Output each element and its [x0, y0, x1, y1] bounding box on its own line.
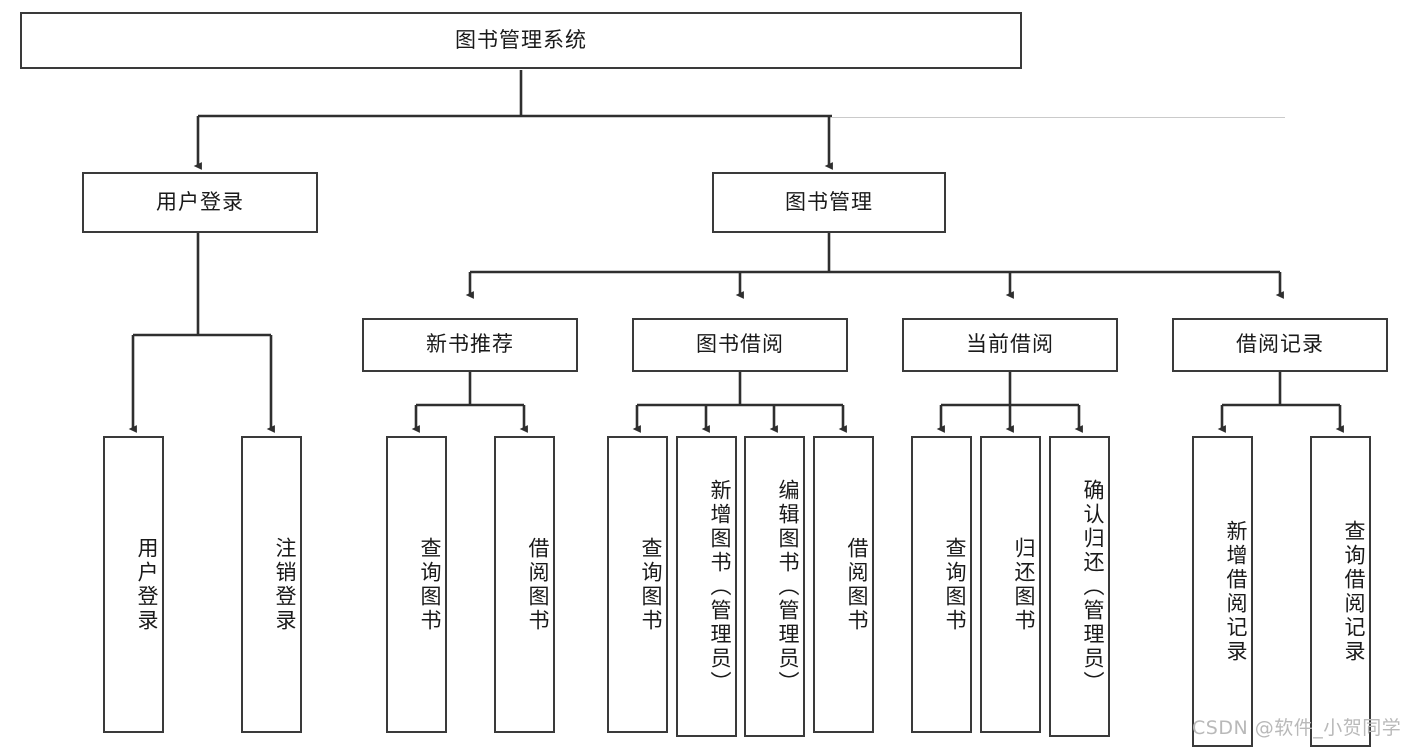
leaf-borrow-borrow-book[interactable]: 借阅图书	[813, 436, 874, 733]
leaf-user-login[interactable]: 用户登录	[103, 436, 164, 733]
leaf-record-query[interactable]: 查询借阅记录	[1310, 436, 1371, 747]
node-root-label: 图书管理系统	[455, 27, 587, 52]
csdn-watermark: CSDN @软件_小贺同学	[1192, 717, 1402, 739]
leaf-record-query-label: 查询借阅记录	[1342, 519, 1366, 664]
node-user-login-label: 用户登录	[156, 189, 244, 214]
leaf-recommend-query-book-label: 查询图书	[418, 536, 442, 633]
node-book-borrow-label: 图书借阅	[696, 332, 784, 357]
leaf-record-add[interactable]: 新增借阅记录	[1192, 436, 1253, 747]
leaf-recommend-borrow-book-label: 借阅图书	[526, 536, 550, 633]
node-borrow-record-label: 借阅记录	[1236, 332, 1324, 357]
node-new-book-recommend[interactable]: 新书推荐	[362, 318, 578, 372]
node-book-management[interactable]: 图书管理	[712, 172, 946, 233]
leaf-user-login-label: 用户登录	[135, 536, 159, 633]
leaf-current-query-book-label: 查询图书	[943, 536, 967, 633]
leaf-current-confirm-return-label: 确认归还（管理员）	[1081, 478, 1105, 695]
node-borrow-record[interactable]: 借阅记录	[1172, 318, 1388, 372]
leaf-current-return-book[interactable]: 归还图书	[980, 436, 1041, 733]
leaf-borrow-edit-book-label: 编辑图书（管理员）	[776, 478, 800, 695]
leaf-user-logout-label: 注销登录	[273, 536, 297, 633]
node-book-borrow[interactable]: 图书借阅	[632, 318, 848, 372]
node-book-management-label: 图书管理	[785, 189, 873, 214]
leaf-borrow-add-book[interactable]: 新增图书（管理员）	[676, 436, 737, 737]
leaf-user-logout[interactable]: 注销登录	[241, 436, 302, 733]
leaf-current-return-book-label: 归还图书	[1012, 536, 1036, 633]
node-root[interactable]: 图书管理系统	[20, 12, 1022, 69]
node-current-borrow-label: 当前借阅	[966, 332, 1054, 357]
leaf-current-query-book[interactable]: 查询图书	[911, 436, 972, 733]
leaf-record-add-label: 新增借阅记录	[1224, 519, 1248, 664]
leaf-borrow-edit-book[interactable]: 编辑图书（管理员）	[744, 436, 805, 737]
node-user-login[interactable]: 用户登录	[82, 172, 318, 233]
node-current-borrow[interactable]: 当前借阅	[902, 318, 1118, 372]
leaf-current-confirm-return[interactable]: 确认归还（管理员）	[1049, 436, 1110, 737]
leaf-borrow-query-book[interactable]: 查询图书	[607, 436, 668, 733]
leaf-borrow-query-book-label: 查询图书	[639, 536, 663, 633]
leaf-recommend-query-book[interactable]: 查询图书	[386, 436, 447, 733]
leaf-borrow-borrow-book-label: 借阅图书	[845, 536, 869, 633]
leaf-borrow-add-book-label: 新增图书（管理员）	[708, 478, 732, 695]
node-new-book-recommend-label: 新书推荐	[426, 332, 514, 357]
leaf-recommend-borrow-book[interactable]: 借阅图书	[494, 436, 555, 733]
